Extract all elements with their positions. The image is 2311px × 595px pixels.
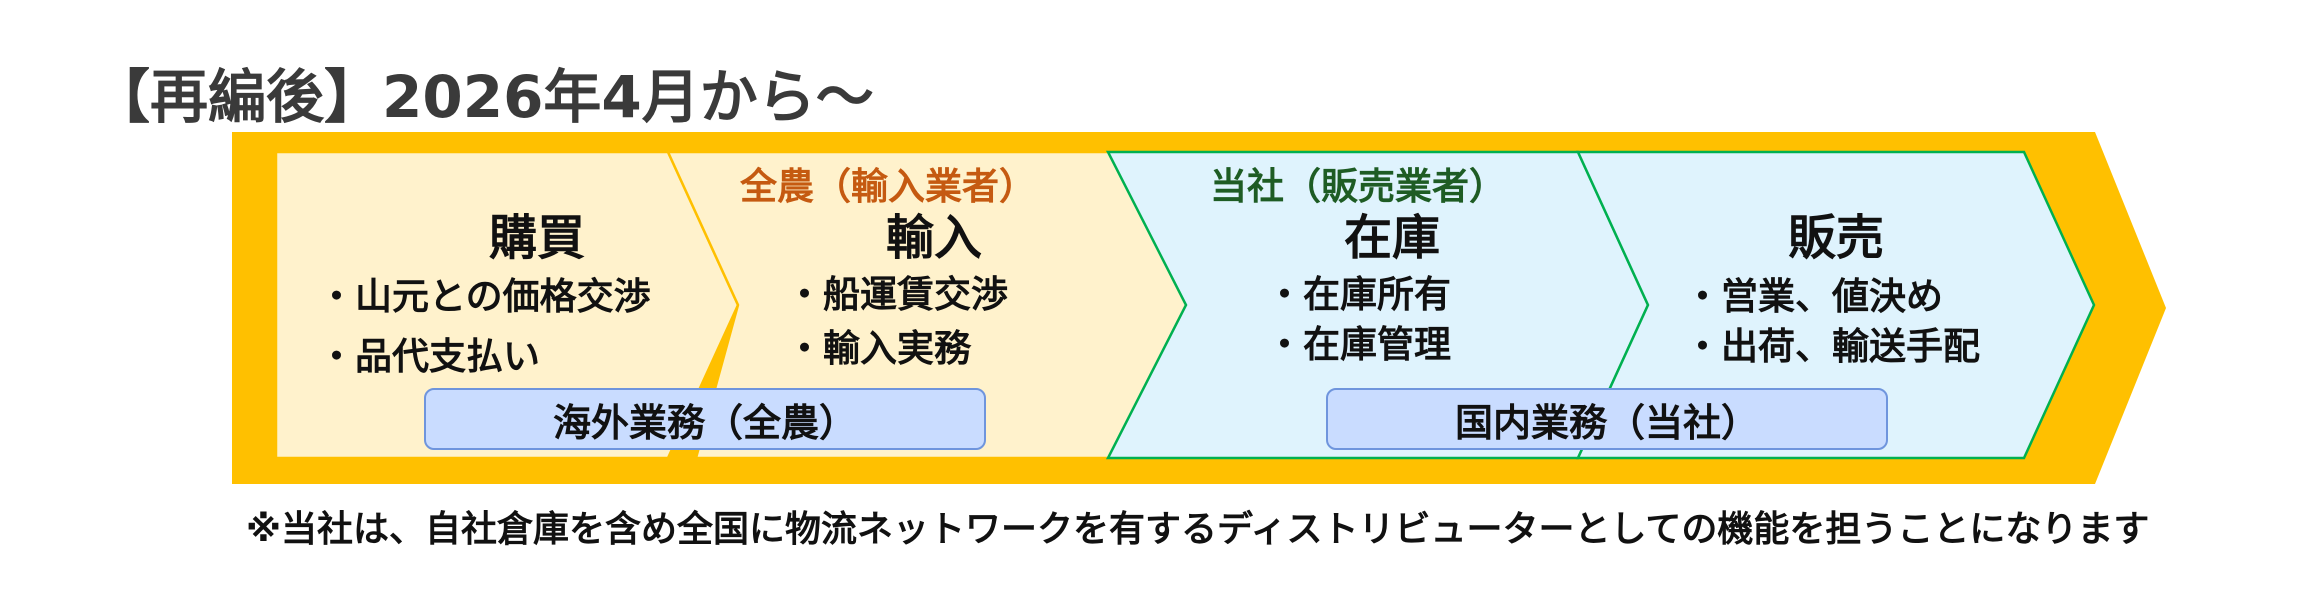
chevron-purchase	[274, 150, 740, 460]
role-label-importer: 全農（輸入業者）	[740, 165, 1036, 208]
page-title: 【再編後】2026年4月から～	[92, 63, 874, 131]
domestic-operations-label: 国内業務（当社）	[1326, 388, 1888, 450]
bullet-shipping-arrangement: ・出荷、輸送手配	[1684, 325, 1980, 368]
overseas-operations-label: 海外業務（全農）	[424, 388, 986, 450]
bullet-price-negotiation: ・山元との価格交渉	[318, 275, 651, 318]
role-label-seller: 当社（販売業者）	[1210, 165, 1506, 208]
bullet-import-operations: ・輸入実務	[786, 327, 971, 370]
chevron-sales	[1576, 150, 2096, 460]
stage-name-import: 輸入	[886, 210, 983, 266]
footnote: ※当社は、自社倉庫を含め全国に物流ネットワークを有するディストリビューターとして…	[246, 509, 2150, 550]
bullet-sales-pricing: ・営業、値決め	[1684, 275, 1943, 318]
stage-name-inventory: 在庫	[1344, 210, 1441, 266]
stage-name-purchase: 購買	[489, 210, 586, 266]
bullet-freight-negotiation: ・船運賃交渉	[786, 273, 1008, 316]
bullet-inventory-management: ・在庫管理	[1266, 323, 1451, 366]
bullet-payment: ・品代支払い	[318, 335, 540, 378]
bullet-inventory-ownership: ・在庫所有	[1266, 273, 1451, 316]
stage-name-sales: 販売	[1788, 210, 1885, 266]
